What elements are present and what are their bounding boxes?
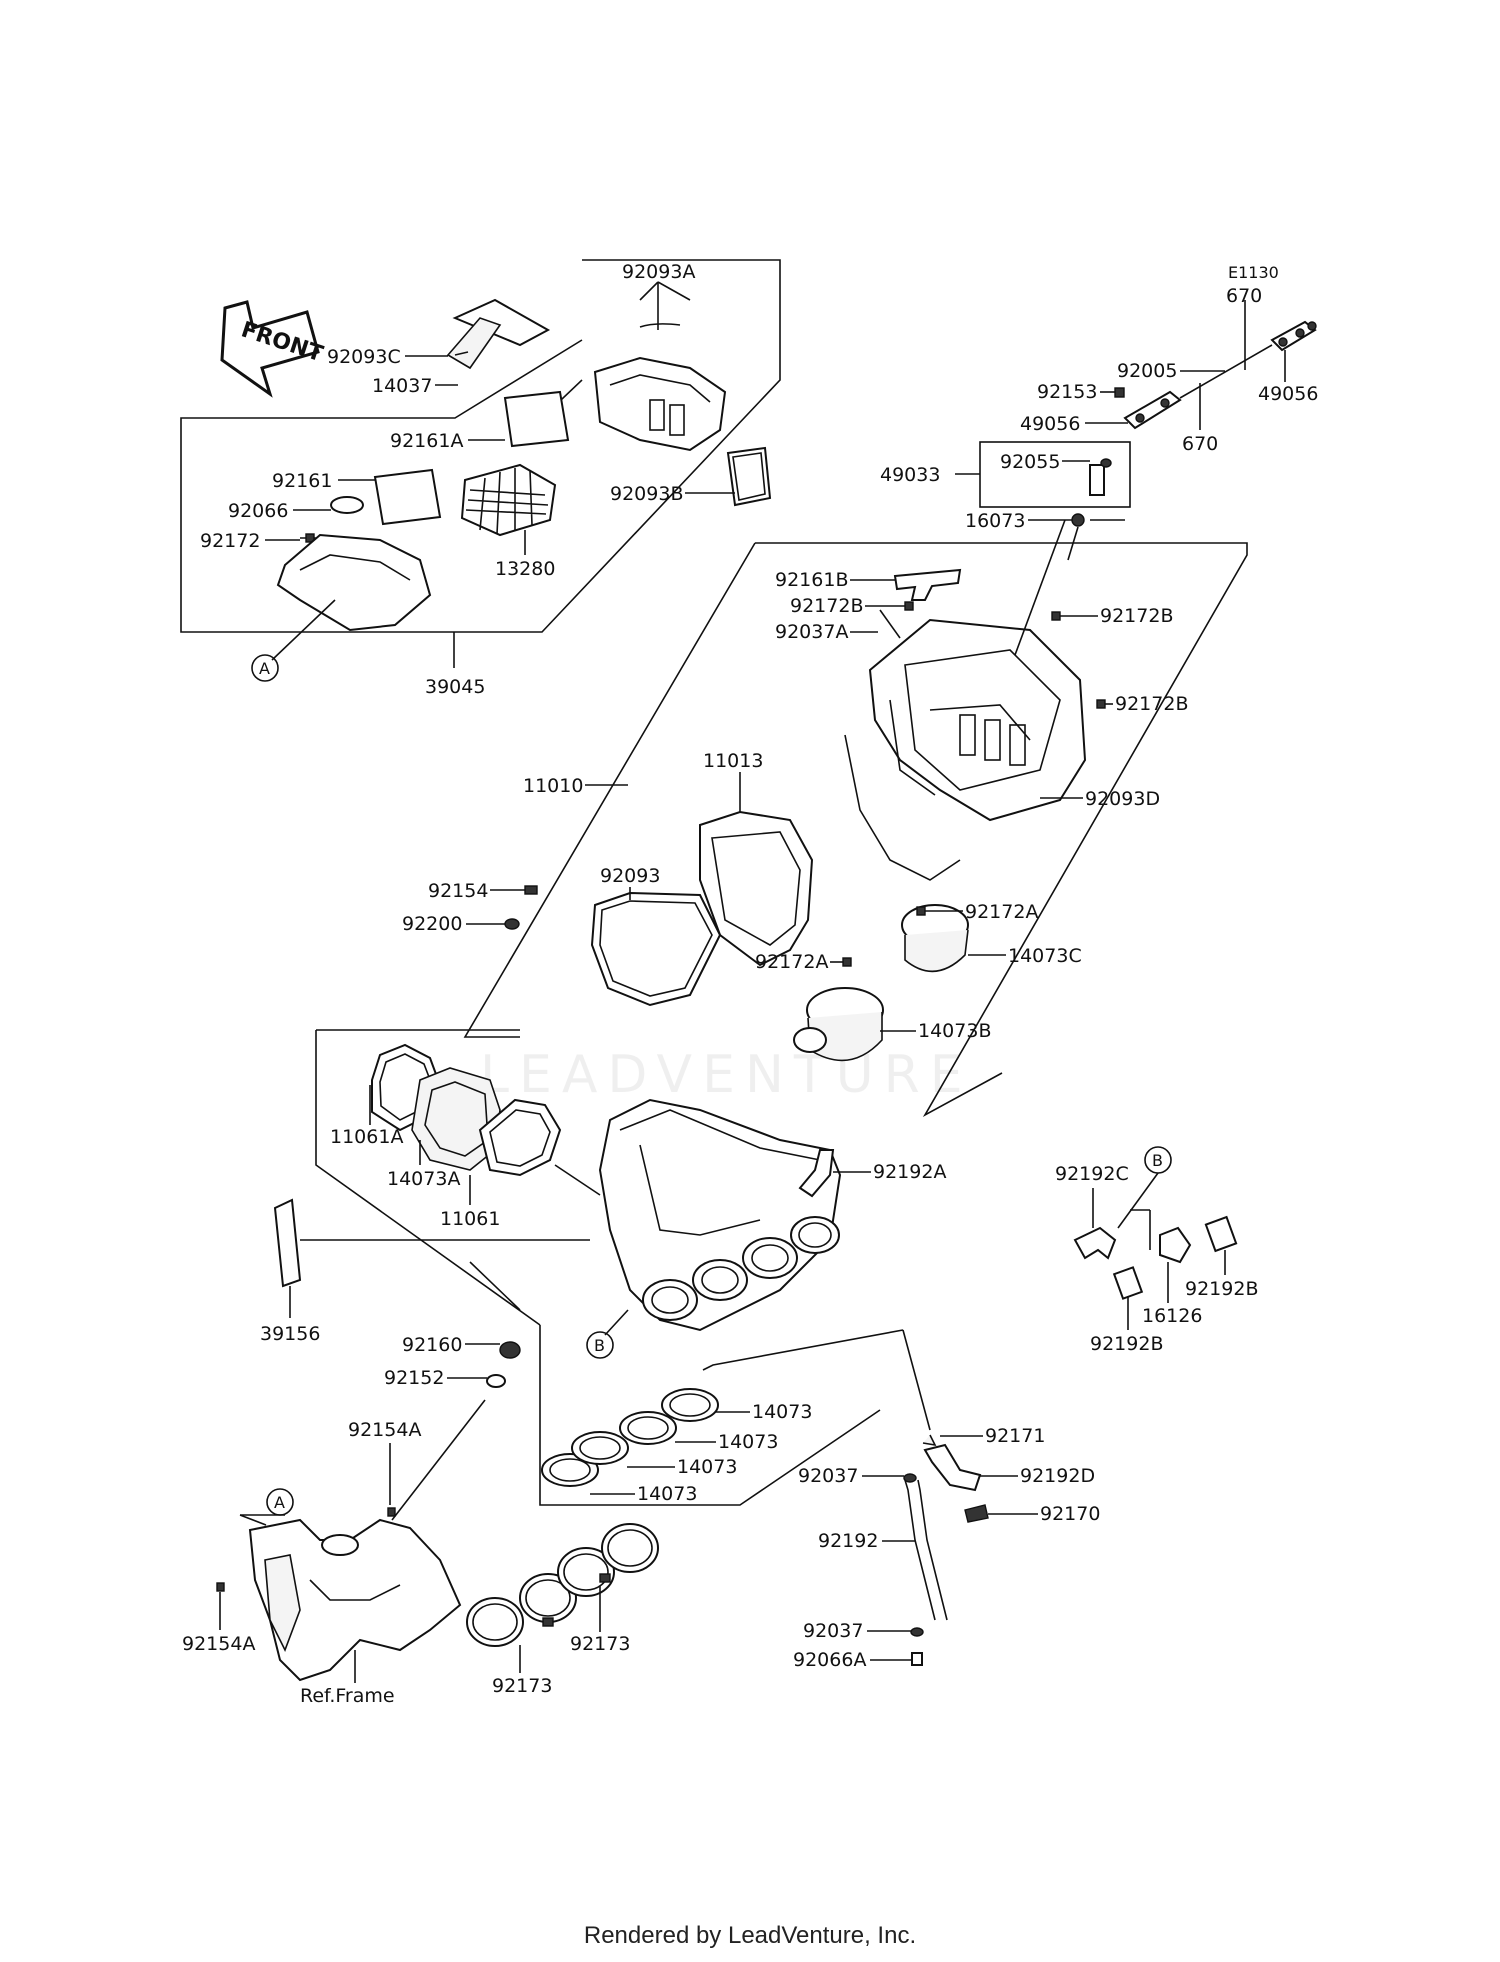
label-92192C: 92192C: [1055, 1163, 1129, 1185]
label-11013: 11013: [703, 750, 763, 772]
label-92171: 92171: [985, 1425, 1045, 1447]
group-drain: [902, 1329, 989, 1666]
label-92200: 92200: [402, 913, 462, 935]
ref-frame-label: Ref.Frame: [300, 1685, 395, 1707]
label-16073: 16073: [965, 510, 1025, 532]
label-92154A-bottom: 92154A: [182, 1633, 255, 1655]
label-92093B: 92093B: [610, 483, 683, 505]
label-92154: 92154: [428, 880, 488, 902]
label-92037-1: 92037: [798, 1465, 858, 1487]
watermark: LEADVENTURE: [480, 1045, 973, 1105]
group-92173: [466, 1523, 659, 1647]
label-92154A-top: 92154A: [348, 1419, 421, 1441]
label-92093A: 92093A: [622, 261, 695, 283]
label-92173-left: 92173: [492, 1675, 552, 1697]
callout-a-bottom: A: [274, 1493, 285, 1512]
label-92192B-bottom: 92192B: [1090, 1333, 1163, 1355]
label-92005: 92005: [1117, 360, 1177, 382]
group-39045: A: [180, 259, 781, 682]
label-92172A-1: 92172A: [965, 901, 1038, 923]
label-92172: 92172: [200, 530, 260, 552]
label-92172B-1: 92172B: [790, 595, 863, 617]
label-11061: 11061: [440, 1208, 500, 1230]
label-92192A: 92192A: [873, 1161, 946, 1183]
group-14073: [539, 1325, 881, 1506]
group-11010: [463, 519, 1248, 1371]
label-39045: 39045: [425, 676, 485, 698]
callout-a-top: A: [259, 659, 270, 678]
label-92192B-right: 92192B: [1185, 1278, 1258, 1300]
revision-code: E1130: [1228, 263, 1279, 282]
group-11061: [273, 1043, 601, 1288]
label-92152: 92152: [384, 1367, 444, 1389]
label-14073A: 14073A: [387, 1168, 460, 1190]
label-11010: 11010: [523, 775, 583, 797]
label-14073-3: 14073: [677, 1456, 737, 1478]
label-16126: 16126: [1142, 1305, 1202, 1327]
label-14073B: 14073B: [918, 1020, 991, 1042]
group-49033: E1130: [955, 263, 1317, 561]
label-92037-2: 92037: [803, 1620, 863, 1642]
label-92066: 92066: [228, 500, 288, 522]
label-92093: 92093: [600, 865, 660, 887]
footer-credit: Rendered by LeadVenture, Inc.: [583, 1922, 917, 1949]
label-14037: 14037: [372, 375, 432, 397]
label-92173-right: 92173: [570, 1633, 630, 1655]
frame-ref: [216, 1507, 462, 1682]
label-670-top: 670: [1226, 285, 1262, 307]
label-92160: 92160: [402, 1334, 462, 1356]
label-92153: 92153: [1037, 381, 1097, 403]
label-92172B-3: 92172B: [1115, 693, 1188, 715]
label-92161A: 92161A: [390, 430, 463, 452]
label-14073-4: 14073: [637, 1483, 697, 1505]
label-49033: 49033: [880, 464, 940, 486]
label-14073-2: 14073: [718, 1431, 778, 1453]
label-14073C: 14073C: [1008, 945, 1082, 967]
label-92170: 92170: [1040, 1503, 1100, 1525]
callout-b-right: B: [1152, 1151, 1163, 1170]
label-92161: 92161: [272, 470, 332, 492]
label-92037A: 92037A: [775, 621, 848, 643]
label-92192D: 92192D: [1020, 1465, 1095, 1487]
label-13280: 13280: [495, 558, 555, 580]
group-16126: B: [1073, 1146, 1238, 1300]
label-49056-left: 49056: [1020, 413, 1080, 435]
label-11061A: 11061A: [330, 1126, 403, 1148]
label-92055: 92055: [1000, 451, 1060, 473]
label-92172B-2: 92172B: [1100, 605, 1173, 627]
label-92093D: 92093D: [1085, 788, 1160, 810]
label-39156: 39156: [260, 1323, 320, 1345]
label-92172A-2: 92172A: [755, 951, 828, 973]
callout-b-left: B: [594, 1336, 605, 1355]
front-arrow-icon: FRONT: [220, 300, 326, 398]
label-92192: 92192: [818, 1530, 878, 1552]
label-14073-1: 14073: [752, 1401, 812, 1423]
label-92161B: 92161B: [775, 569, 848, 591]
label-670-mid: 670: [1182, 433, 1218, 455]
label-49056-right: 49056: [1258, 383, 1318, 405]
label-92066A: 92066A: [793, 1649, 866, 1671]
label-92093C: 92093C: [327, 346, 401, 368]
